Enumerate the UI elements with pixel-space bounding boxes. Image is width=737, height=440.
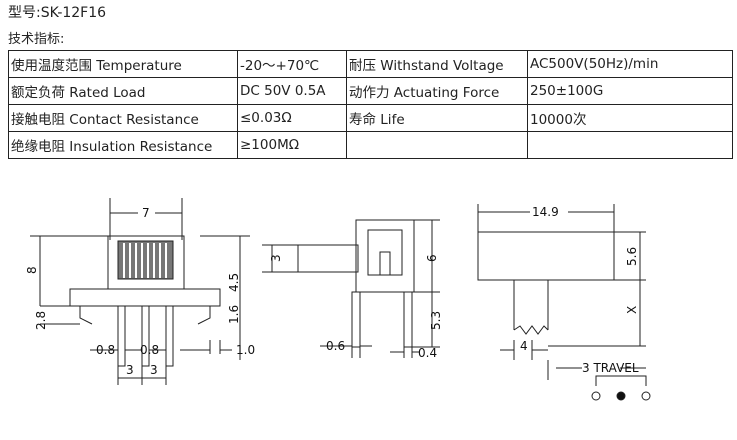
spec-cell: 接触电阻 Contact Resistance (8, 104, 238, 132)
spec-cell: 寿命 Life (346, 104, 528, 132)
dim-side-body: 6 (425, 254, 439, 262)
dim-front-pitch2: 3 (150, 363, 158, 377)
technical-drawing: 7 8 2.8 4.5 1.6 (25, 198, 651, 401)
dim-side-pin: 5.3 (429, 311, 443, 330)
model-number: 型号:SK-12F16 (8, 5, 107, 21)
top-view: 14.9 5.6 X 4 3 TRAVEL (477, 204, 651, 401)
dim-front-height: 8 (25, 266, 39, 274)
table-row: 接触电阻 Contact Resistance ≤0.03Ω 寿命 Life 1… (8, 104, 733, 132)
spec-cell (527, 131, 733, 159)
table-row: 使用温度范围 Temperature -20～+70℃ 耐压 Withstand… (8, 50, 733, 78)
spec-cell: 10000次 (527, 104, 733, 132)
side-view: 3 6 5.3 0.6 0.4 (262, 219, 443, 360)
spec-cell: ≥100MΩ (237, 131, 347, 159)
spec-cell: 额定负荷 Rated Load (8, 77, 238, 105)
spec-cell: ≤0.03Ω (237, 104, 347, 132)
spec-heading: 技术指标: (8, 32, 65, 47)
dim-top-height: 5.6 (625, 247, 639, 266)
dim-side-left: 0.6 (326, 339, 345, 353)
spec-cell: 绝缘电阻 Insulation Resistance (8, 131, 238, 159)
spec-cell: 动作力 Actuating Force (346, 77, 528, 105)
spec-cell: DC 50V 0.5A (237, 77, 347, 105)
dim-side-handle: 3 (269, 254, 283, 262)
dim-front-pin-len: 1.6 (227, 305, 241, 324)
dim-front-width: 7 (142, 206, 150, 220)
dim-front-pitch1: 3 (126, 363, 134, 377)
dim-front-pin-height: 2.8 (34, 311, 48, 330)
dim-front-tab: 1.0 (236, 343, 255, 357)
front-view: 7 8 2.8 4.5 1.6 (25, 198, 255, 385)
dim-side-right: 0.4 (418, 346, 437, 360)
spec-cell (346, 131, 528, 159)
spec-cell: 使用温度范围 Temperature (8, 50, 238, 78)
spec-cell: 耐压 Withstand Voltage (346, 50, 528, 78)
spec-table: 使用温度范围 Temperature -20～+70℃ 耐压 Withstand… (8, 50, 733, 159)
table-row: 额定负荷 Rated Load DC 50V 0.5A 动作力 Actuatin… (8, 77, 733, 105)
dim-front-pin-w2: 0.8 (140, 343, 159, 357)
dim-travel: 3 TRAVEL (582, 361, 639, 375)
dim-front-body-height: 4.5 (227, 273, 241, 292)
spec-cell: 250±100G (527, 77, 733, 105)
spec-cell: AC500V(50Hz)/min (527, 50, 733, 78)
spec-cell: -20～+70℃ (237, 50, 347, 78)
dim-top-width: 14.9 (532, 205, 559, 219)
table-row: 绝缘电阻 Insulation Resistance ≥100MΩ (8, 131, 733, 159)
dim-top-handle: 4 (520, 339, 528, 353)
dim-top-x: X (625, 306, 639, 314)
dim-front-pin-w1: 0.8 (96, 343, 115, 357)
